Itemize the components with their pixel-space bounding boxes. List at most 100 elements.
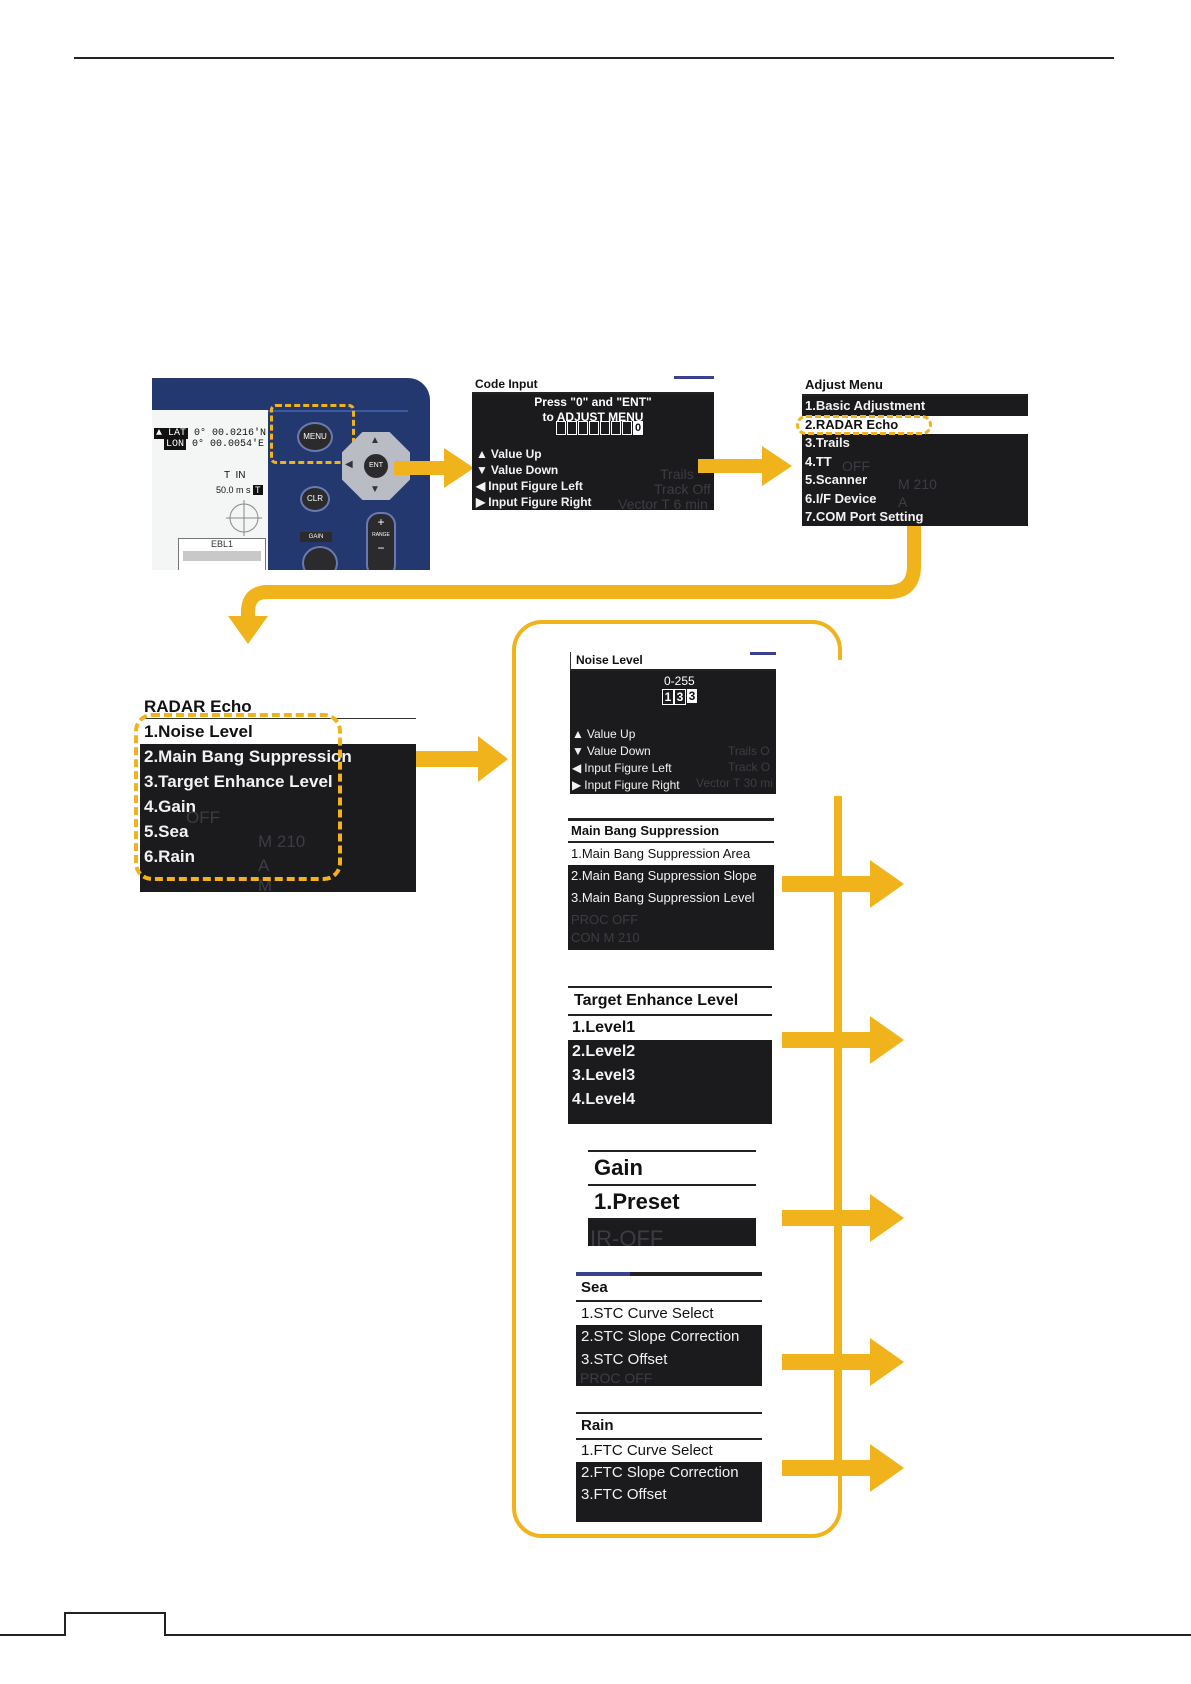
code-input-panel: Code Input Press "0" and "ENT" to ADJUST… xyxy=(472,376,714,510)
noise-level-digits[interactable]: 1 3 3 xyxy=(662,689,697,705)
adjust-menu-item-com-port[interactable]: 7.COM Port Setting xyxy=(805,509,924,524)
triangle-right-icon: ▶ xyxy=(476,495,486,509)
compass-rose-icon xyxy=(226,500,262,536)
lat-value: 0° 00.0216'N xyxy=(194,428,267,439)
main-bang-title: Main Bang Suppression xyxy=(568,818,774,843)
noise-level-title: Noise Level xyxy=(570,652,776,671)
page-number-tab xyxy=(64,1612,166,1636)
code-input-figure-right[interactable]: ▶Input Figure Right xyxy=(476,495,592,509)
code-input-value-down[interactable]: ▼Value Down xyxy=(476,463,559,477)
radar-echo-highlight-dashed xyxy=(796,415,932,435)
noise-level-ghost-1: Trails O xyxy=(728,744,770,758)
target-enhance-item-level4[interactable]: 4.Level4 xyxy=(572,1091,636,1108)
flow-arrow-3 xyxy=(416,736,508,782)
rain-item-ftc-curve[interactable]: 1.FTC Curve Select xyxy=(576,1440,762,1462)
main-bang-item-slope[interactable]: 2.Main Bang Suppression Slope xyxy=(571,868,757,883)
sea-item-stc-offset[interactable]: 3.STC Offset xyxy=(581,1351,668,1368)
noise-level-figure-right[interactable]: ▶Input Figure Right xyxy=(572,778,680,792)
adjust-menu-item-basic[interactable]: 1.Basic Adjustment xyxy=(805,398,926,413)
footer-rule xyxy=(0,1634,1191,1636)
radar-echo-items-highlight-dashed xyxy=(134,713,342,881)
gain-item-preset[interactable]: 1.Preset xyxy=(588,1186,756,1220)
sea-title: Sea xyxy=(576,1272,762,1302)
radar-echo-item-rain[interactable]: 6.Rain xyxy=(144,847,196,866)
output-arrow-target-enhance xyxy=(782,1016,904,1064)
flow-arrow-2 xyxy=(698,446,792,486)
radar-echo-ghost-1: OFF xyxy=(186,808,220,827)
main-bang-item-area[interactable]: 1.Main Bang Suppression Area xyxy=(568,843,774,865)
noise-level-ghost-3: Vector T 30 mi xyxy=(696,776,773,790)
code-input-value-up[interactable]: ▲Value Up xyxy=(476,447,542,461)
clr-button[interactable]: CLR xyxy=(300,486,330,512)
code-input-digits[interactable]: 0 xyxy=(556,421,643,435)
radar-screen: ▲ LAT 0° 00.0216'N LON 0° 00.0054'E T IN… xyxy=(152,410,268,570)
gain-title: Gain xyxy=(588,1150,756,1186)
code-input-ghost-3: Vector T 6 min xyxy=(618,496,708,510)
radar-echo-item-main-bang[interactable]: 2.Main Bang Suppression xyxy=(144,747,352,766)
sea-item-stc-curve[interactable]: 1.STC Curve Select xyxy=(576,1302,762,1325)
adjust-menu-item-if-device[interactable]: 6.I/F Device xyxy=(805,490,877,506)
adjust-menu-ghost-3: A xyxy=(898,494,908,510)
radar-echo-item-gain[interactable]: 4.Gain xyxy=(144,797,196,816)
ebl-label: EBL1 xyxy=(210,539,234,549)
code-input-figure-left[interactable]: ◀Input Figure Left xyxy=(476,479,583,493)
main-bang-item-level[interactable]: 3.Main Bang Suppression Level xyxy=(571,890,755,905)
rain-title: Rain xyxy=(576,1412,762,1440)
speed-readout: 50.0 m s T xyxy=(216,485,263,495)
target-enhance-item-level2[interactable]: 2.Level2 xyxy=(572,1043,636,1060)
range-minus-icon: − xyxy=(377,541,385,555)
output-arrow-main-bang xyxy=(782,860,904,908)
adjust-menu-item-tt[interactable]: 4.TT xyxy=(805,453,832,469)
triangle-up-icon: ▲ xyxy=(572,727,584,741)
position-readout: ▲ LAT 0° 00.0216'N LON 0° 00.0054'E xyxy=(154,428,267,450)
target-enhance-item-level3[interactable]: 3.Level3 xyxy=(572,1067,636,1084)
rain-item-ftc-slope[interactable]: 2.FTC Slope Correction xyxy=(581,1464,739,1481)
left-arrow-icon[interactable]: ◀ xyxy=(345,459,353,470)
menu-button[interactable]: MENU xyxy=(297,422,333,452)
noise-level-value-up[interactable]: ▲Value Up xyxy=(572,727,636,741)
code-input-prompt-2: to ADJUST MENU xyxy=(542,410,644,424)
triangle-left-icon: ◀ xyxy=(572,761,582,775)
menu-highlight-dashed xyxy=(270,404,355,464)
range-rocker[interactable]: + RANGE − xyxy=(366,512,396,570)
noise-level-figure-left[interactable]: ◀Input Figure Left xyxy=(572,761,672,775)
code-input-title: Code Input xyxy=(472,376,714,394)
ent-button[interactable]: ENT xyxy=(364,454,388,478)
heading-readout: T IN xyxy=(224,470,246,481)
header-rule xyxy=(74,57,1114,59)
flow-connector-curve xyxy=(228,526,921,644)
sea-ghost-1: PROC OFF xyxy=(580,1370,653,1386)
up-arrow-icon[interactable]: ▲ xyxy=(370,435,380,446)
adjust-menu-item-radar-echo[interactable]: 2.RADAR Echo xyxy=(802,415,1028,434)
target-enhance-item-level1[interactable]: 1.Level1 xyxy=(568,1016,772,1040)
gain-knob[interactable] xyxy=(302,546,338,570)
sea-panel: Sea 1.STC Curve Select 2.STC Slope Corre… xyxy=(576,1272,762,1386)
noise-level-digit-1: 1 xyxy=(662,689,674,705)
radar-echo-ghost-3: A xyxy=(258,856,270,875)
flow-arrow-1 xyxy=(394,448,474,488)
radar-echo-panel: RADAR Echo 1.Noise Level 2.Main Bang Sup… xyxy=(140,696,416,892)
submenu-bracket xyxy=(512,620,842,1538)
triangle-down-icon: ▼ xyxy=(476,463,488,477)
noise-level-value-down[interactable]: ▼Value Down xyxy=(572,744,651,758)
radar-echo-item-target-enhance[interactable]: 3.Target Enhance Level xyxy=(144,772,333,791)
main-bang-ghost-1: PROC OFF xyxy=(571,912,639,927)
output-arrow-gain xyxy=(782,1194,904,1242)
code-input-current-digit: 0 xyxy=(633,421,643,435)
output-arrow-sea xyxy=(782,1338,904,1386)
adjust-menu-item-scanner[interactable]: 5.Scanner xyxy=(805,472,868,487)
code-input-prompt-1: Press "0" and "ENT" xyxy=(534,395,652,409)
rain-panel: Rain 1.FTC Curve Select 2.FTC Slope Corr… xyxy=(576,1412,762,1522)
code-input-ghost-2: Track Off xyxy=(654,481,711,497)
gain-ghost-1: IR-OFF xyxy=(590,1226,664,1246)
adjust-menu-item-trails[interactable]: 3.Trails xyxy=(805,435,850,450)
sea-item-stc-slope[interactable]: 2.STC Slope Correction xyxy=(581,1328,740,1345)
radar-echo-item-noise-level[interactable]: 1.Noise Level xyxy=(140,719,416,744)
down-arrow-icon[interactable]: ▼ xyxy=(370,484,380,495)
main-bang-panel: Main Bang Suppression 1.Main Bang Suppre… xyxy=(568,818,774,950)
radar-echo-item-sea[interactable]: 5.Sea xyxy=(144,822,189,841)
triangle-left-icon: ◀ xyxy=(476,479,486,493)
rain-item-ftc-offset[interactable]: 3.FTC Offset xyxy=(581,1486,667,1503)
target-enhance-title: Target Enhance Level xyxy=(568,986,772,1016)
radar-echo-ghost-2: M 210 xyxy=(258,832,306,851)
